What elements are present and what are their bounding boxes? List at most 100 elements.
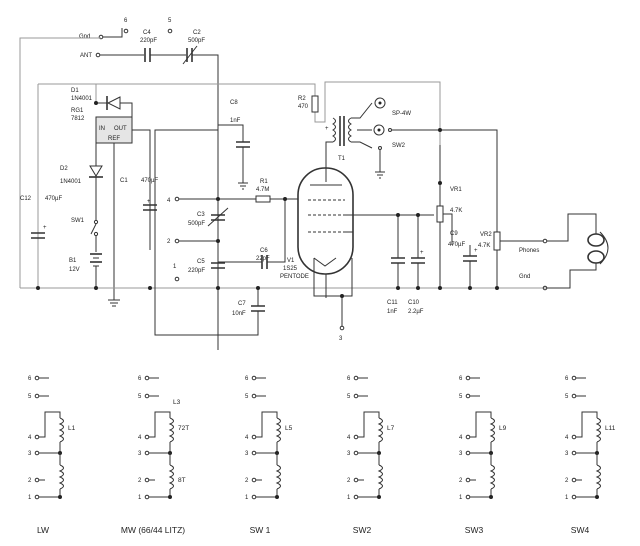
vr1-potentiometer: VR1 4.7K — [436, 145, 462, 288]
coil-stub — [149, 377, 159, 397]
coil-pin-number: 6 — [459, 376, 463, 382]
rg1-ref: RG1 — [71, 108, 84, 114]
t1-label: T1 — [338, 156, 346, 162]
coil-pin-number: 4 — [459, 435, 463, 441]
coil-pin-number: 5 — [565, 394, 569, 400]
coil-band-label: SW2 — [353, 525, 372, 535]
coil-winding-lower — [168, 464, 174, 490]
inductor-label: L7 — [387, 425, 395, 432]
coil-winding-upper — [489, 417, 495, 443]
turns-lower-label: 8T — [178, 477, 186, 484]
coil-pin-number: 6 — [245, 376, 249, 382]
coil-pin — [251, 477, 257, 483]
gnd-label: Gnd — [79, 34, 90, 40]
coil-pin-number: 1 — [28, 495, 32, 501]
coil-pin-number: 5 — [459, 394, 463, 400]
coil-pin — [144, 393, 150, 399]
coil-pin — [353, 434, 359, 440]
coil-pin-number: 3 — [28, 451, 32, 457]
c7-value: 10nF — [232, 311, 246, 317]
svg-text:+: + — [420, 250, 424, 256]
coil-pin — [465, 494, 471, 500]
r2-ref: R2 — [298, 96, 306, 102]
r1-value: 4.7M — [256, 187, 269, 193]
vr2-potentiometer: VR2 4.7K — [440, 129, 512, 288]
phones-label: Phones — [519, 248, 539, 254]
coil-pin — [353, 477, 359, 483]
coil-winding-upper — [168, 417, 174, 443]
terminal-1-label: 1 — [173, 264, 177, 270]
c4-ref: C4 — [143, 30, 151, 36]
speaker-jack: SP-4W SW2 — [373, 97, 440, 150]
coil-pin — [144, 375, 150, 381]
coil-junction — [168, 495, 172, 499]
coil-winding-lower — [595, 464, 601, 490]
d2-part: 1N4001 — [60, 179, 82, 185]
coil-winding-upper — [275, 417, 281, 443]
coil-lead — [470, 442, 492, 454]
coil-pin — [571, 375, 577, 381]
c12-ref: C12 — [20, 196, 32, 202]
terminal-2: 2 — [167, 238, 218, 245]
coil-pin-number: 4 — [565, 435, 569, 441]
coil-pin-number: 2 — [459, 478, 463, 484]
c4-capacitor: C4 220pF — [140, 30, 186, 62]
coil-band-label: SW3 — [465, 525, 484, 535]
coil-junction — [489, 495, 493, 499]
coil-pin-number: 1 — [459, 495, 463, 501]
inductor-label: L5 — [285, 425, 293, 432]
c11-capacitor: C11 1nF — [387, 215, 405, 315]
coil-lead — [470, 479, 492, 498]
coil-stub — [256, 377, 266, 397]
hv-rail — [38, 81, 441, 145]
terminal-3: 3 — [339, 296, 345, 342]
coil-pin — [353, 450, 359, 456]
coil-pin — [251, 393, 257, 399]
coil-pin — [353, 494, 359, 500]
c3-value: 500pF — [188, 221, 205, 227]
coil-pin-number: 5 — [245, 394, 249, 400]
coil-stub — [470, 377, 480, 397]
coil-pin — [34, 477, 40, 483]
coil-pin-number: 2 — [565, 478, 569, 484]
c8-value: 1nF — [230, 118, 241, 124]
coil-pin-number: 1 — [347, 495, 351, 501]
c7-capacitor: C7 10nF — [154, 129, 265, 336]
speaker-label: SP-4W — [392, 111, 411, 117]
b1-battery: B1 12V — [69, 253, 102, 288]
coil-pin — [465, 393, 471, 399]
coil-winding-lower — [489, 464, 495, 490]
rg1-part: 7812 — [71, 116, 85, 122]
terminal-5-label: 5 — [168, 18, 172, 24]
coil-pin-number: 3 — [138, 451, 142, 457]
coil-pin — [465, 375, 471, 381]
terminal-4: 4 — [167, 196, 256, 204]
c10-ref: C10 — [408, 300, 420, 306]
coil-pin-number: 6 — [347, 376, 351, 382]
phones-jack: Phones Gnd — [512, 213, 597, 291]
c5-value: 220pF — [188, 268, 205, 274]
inductor-label: L3 — [173, 399, 181, 406]
coil-lead — [470, 411, 492, 438]
coil-pin — [353, 393, 359, 399]
coil-pin-number: 6 — [565, 376, 569, 382]
coil-pin — [251, 375, 257, 381]
coil-pin — [465, 434, 471, 440]
vr1-ref: VR1 — [450, 187, 462, 193]
c1-value: 470µF — [141, 178, 158, 184]
coil-stub — [576, 377, 586, 397]
terminal-3-label: 3 — [339, 336, 343, 342]
coil-pin — [353, 375, 359, 381]
coil-pin — [144, 434, 150, 440]
coil-pin — [465, 450, 471, 456]
d1-ref: D1 — [71, 88, 79, 94]
coil-pin-number: 6 — [28, 376, 32, 382]
d2-diode: D2 1N4001 — [60, 150, 103, 220]
terminal-1: 1 — [173, 264, 180, 282]
